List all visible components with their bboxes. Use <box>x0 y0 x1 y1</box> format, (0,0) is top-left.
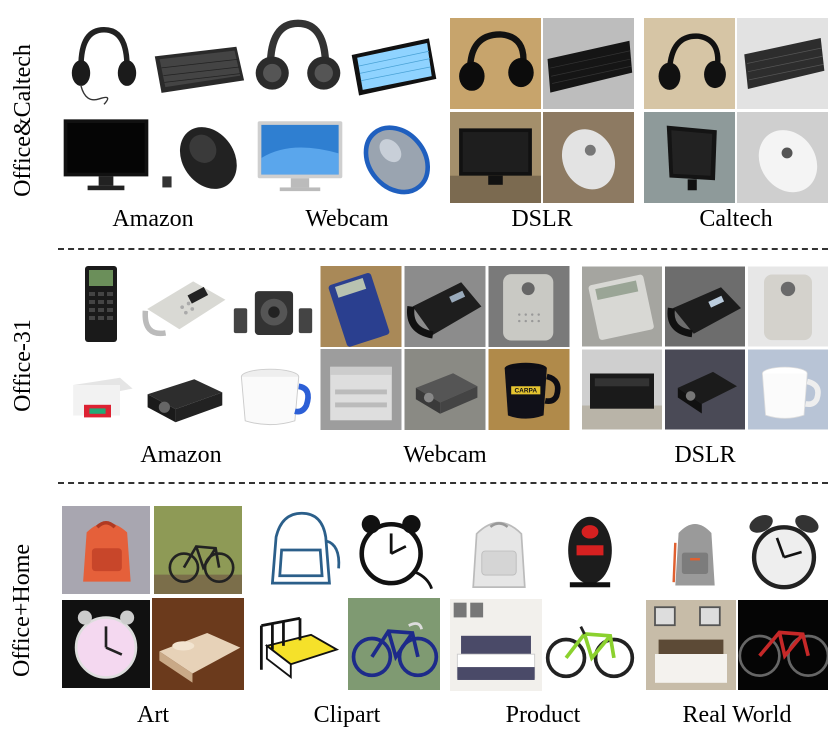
keyboard-image <box>737 18 828 109</box>
caption-office-caltech-webcam: Webcam <box>305 206 389 232</box>
alarm-clock-image <box>346 504 440 596</box>
caption-office-caltech-dslr: DSLR <box>511 206 573 232</box>
caption-office-home-clipart: Clipart <box>313 702 381 728</box>
calculator-image <box>320 266 402 347</box>
bed-image <box>152 596 244 692</box>
caption-office-31-webcam: Webcam <box>403 442 487 468</box>
bicycle-image <box>152 506 244 594</box>
backpack-image <box>456 506 542 596</box>
keyboard-image <box>348 26 440 106</box>
monitor-image <box>252 112 348 204</box>
mug-text: CARPA <box>514 388 537 395</box>
panel-office-caltech-webcam <box>252 16 442 206</box>
alarm-clock-image <box>62 596 150 692</box>
caption-office-caltech-caltech: Caltech <box>699 206 773 232</box>
alarm-clock-image <box>548 506 632 598</box>
backpack-image <box>62 506 150 594</box>
bed-image <box>450 598 542 692</box>
desk-phone-image <box>665 266 745 347</box>
panel-office-home-art <box>62 506 244 692</box>
headphones-image <box>252 16 344 108</box>
bed-image <box>646 598 736 692</box>
bicycle-image <box>348 598 440 690</box>
projector-image <box>665 349 745 430</box>
caption-office-home-product: Product <box>505 702 581 728</box>
calculator-image <box>70 264 132 344</box>
speaker-image <box>488 266 570 347</box>
calculator-image <box>582 266 662 347</box>
keyboard-image <box>543 18 634 109</box>
speaker-image <box>748 266 828 347</box>
panel-office-caltech-dslr <box>450 18 634 204</box>
projector-image <box>404 349 486 430</box>
row-separator-1 <box>58 248 828 250</box>
panel-office-31-dslr <box>582 266 828 430</box>
row-label-office-home: Office+Home <box>9 543 36 677</box>
mouse-image <box>154 112 248 204</box>
monitor-image <box>644 111 735 204</box>
panel-office-caltech-caltech <box>644 18 828 204</box>
headphones-image <box>58 16 150 108</box>
backpack-image <box>254 504 346 596</box>
bed-image <box>254 598 346 690</box>
monitor-image <box>450 111 541 204</box>
alarm-clock-image <box>740 506 828 598</box>
caption-office-home-art: Art <box>137 702 169 728</box>
headphones-image <box>450 18 541 109</box>
printer-image <box>582 349 662 430</box>
mug-image <box>228 358 314 432</box>
panel-office-home-product <box>450 506 636 692</box>
bicycle-image <box>738 598 828 692</box>
caption-office-home-real-world: Real World <box>682 702 792 728</box>
row-label-office-caltech: Office&Caltech <box>9 43 36 197</box>
mouse-image <box>737 111 828 204</box>
bicycle-image <box>544 598 636 692</box>
mug-image: CARPA <box>488 349 570 430</box>
row-label-office-31: Office-31 <box>9 318 36 412</box>
headphones-image <box>644 18 735 109</box>
backpack-image <box>654 506 736 596</box>
monitor-image <box>58 112 154 204</box>
panel-office-home-clipart <box>254 504 440 690</box>
caption-office-caltech-amazon: Amazon <box>112 206 194 232</box>
mug-image <box>748 349 828 430</box>
panel-office-31-webcam: CARPA <box>320 266 570 430</box>
panel-office-31-amazon <box>62 264 316 434</box>
keyboard-image <box>150 26 246 106</box>
caption-office-31-amazon: Amazon <box>140 442 222 468</box>
desk-phone-image <box>138 272 230 346</box>
panel-office-caltech-amazon <box>58 16 248 206</box>
printer-image <box>66 356 138 432</box>
printer-image <box>320 349 402 430</box>
mouse-image <box>543 111 634 204</box>
row-separator-2 <box>58 482 828 484</box>
panel-office-home-real-world <box>646 506 828 692</box>
projector-image <box>142 364 226 430</box>
speaker-image <box>230 282 316 346</box>
mouse-image <box>348 112 442 204</box>
desk-phone-image <box>404 266 486 347</box>
caption-office-31-dslr: DSLR <box>674 442 736 468</box>
